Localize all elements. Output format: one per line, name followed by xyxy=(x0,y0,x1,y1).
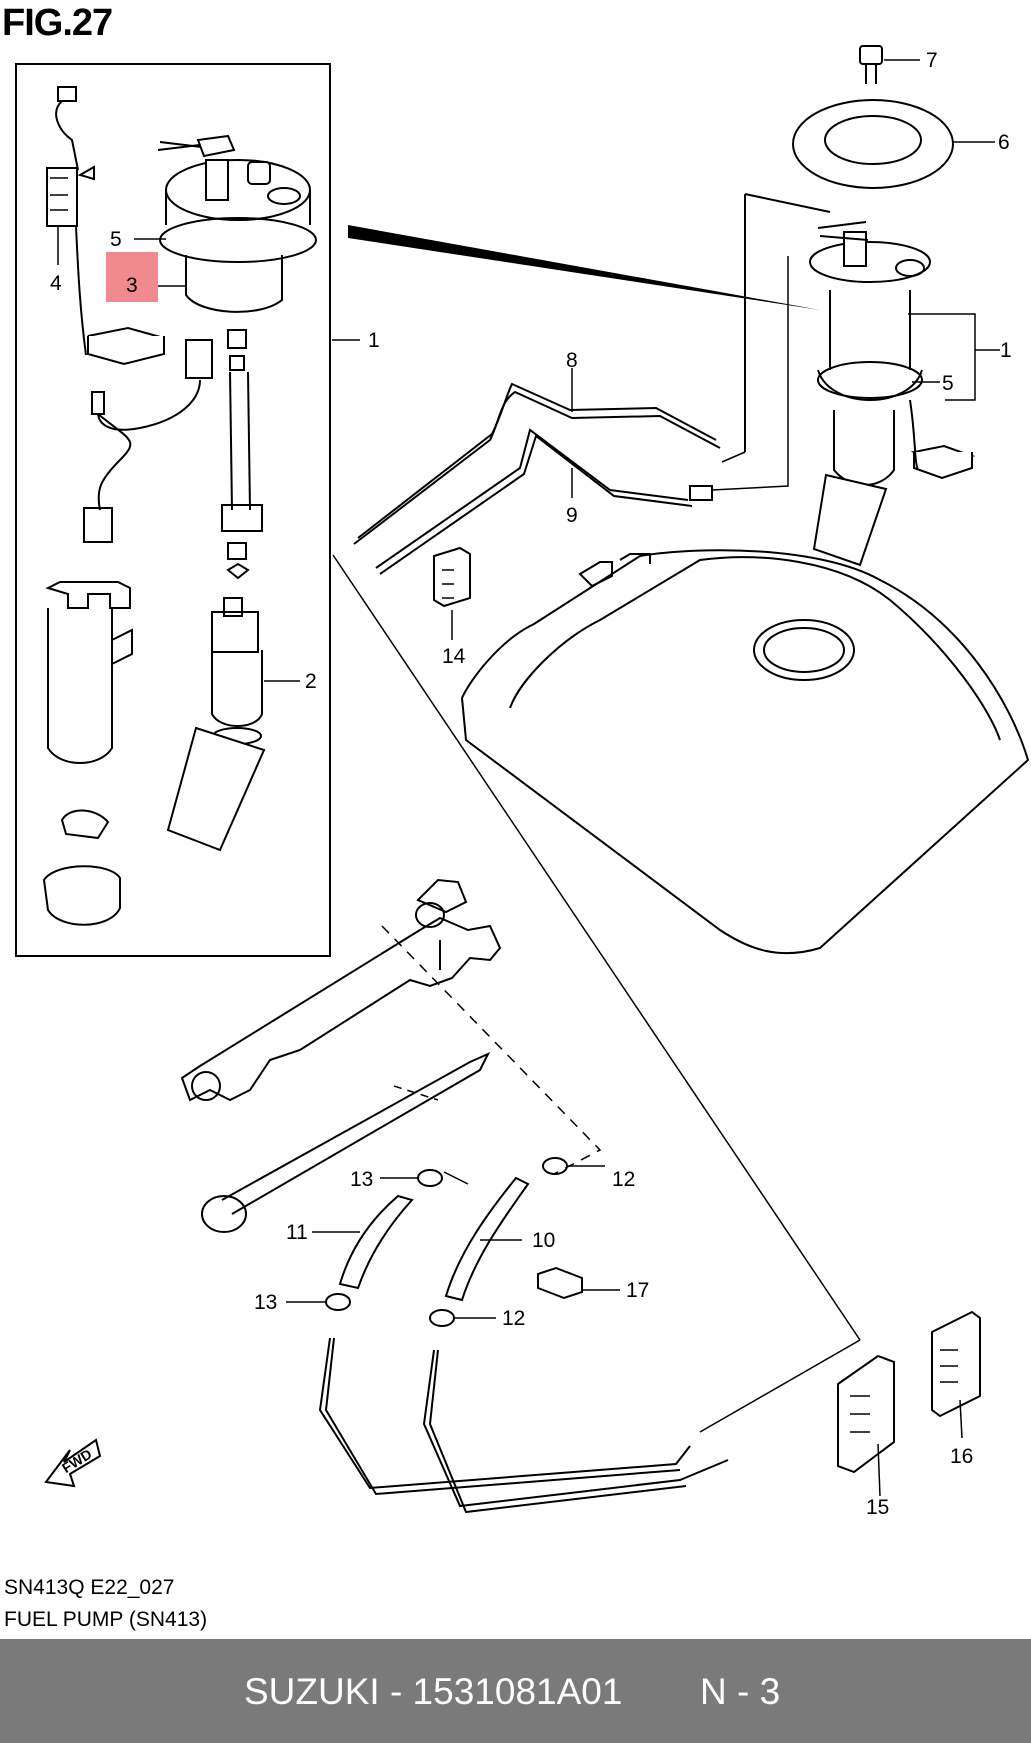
callout-17: 17 xyxy=(626,1279,649,1302)
footer-bar: SUZUKI - 1531081A01 N - 3 xyxy=(0,1639,1031,1743)
callout-10: 10 xyxy=(532,1229,555,1252)
fuel-level-tube xyxy=(221,329,263,580)
callout-13-upper: 13 xyxy=(350,1168,373,1191)
part-3-5-pump-module-top xyxy=(157,134,317,313)
callout-16: 16 xyxy=(950,1445,973,1468)
part-16-clip xyxy=(931,1310,981,1418)
callout-12-upper: 12 xyxy=(612,1168,635,1191)
pressure-regulator xyxy=(201,1051,491,1233)
diagram-code: SN413Q E22_027 xyxy=(4,1576,175,1599)
callout-8: 8 xyxy=(566,349,578,372)
clamp-12-upper xyxy=(542,1157,568,1175)
highlight-part-3 xyxy=(106,252,158,302)
callout-7: 7 xyxy=(926,49,938,72)
fuel-rail xyxy=(180,878,502,1102)
exploded-view-frame xyxy=(15,63,331,957)
part-15-clip xyxy=(837,1354,895,1474)
fwd-arrow-icon xyxy=(44,1438,102,1488)
callout-1-left: 1 xyxy=(368,329,380,352)
part-7-bolt xyxy=(859,45,883,84)
hose-10 xyxy=(444,1176,530,1302)
lower-fuel-pipes xyxy=(318,1337,729,1514)
pump-holder-parts xyxy=(42,581,133,926)
callout-3: 3 xyxy=(126,274,138,297)
fuel-hoses-8-9 xyxy=(353,382,721,575)
clamp-12-lower xyxy=(429,1309,455,1327)
callout-14: 14 xyxy=(442,645,466,668)
clamp-13-lower xyxy=(325,1293,351,1311)
callout-15: 15 xyxy=(866,1496,889,1519)
part-2-fuel-pump xyxy=(166,597,266,852)
clamp-13-upper xyxy=(417,1169,443,1187)
part-4-harness xyxy=(46,86,213,543)
callout-2: 2 xyxy=(305,670,317,693)
assembled-pump-module xyxy=(744,193,976,567)
callout-11: 11 xyxy=(286,1221,308,1244)
callout-13-lower: 13 xyxy=(254,1291,277,1314)
footer-part-number: SUZUKI - 1531081A01 xyxy=(244,1671,623,1712)
footer-page-ref: N - 3 xyxy=(700,1671,781,1712)
part-17-clip xyxy=(537,1266,583,1300)
part-6-flange-plate xyxy=(792,99,954,189)
callout-5-right: 5 xyxy=(942,372,954,395)
callout-1-right: 1 xyxy=(1000,339,1012,362)
hose-11 xyxy=(338,1194,414,1290)
callout-5-left: 5 xyxy=(110,228,122,251)
callout-4: 4 xyxy=(50,272,62,295)
part-14-clip xyxy=(433,546,471,608)
fuel-pump-parts-diagram: 1 1 2 3 4 5 5 6 7 8 9 10 11 12 12 13 13 … xyxy=(15,45,1030,1519)
diagram-description: FUEL PUMP (SN413) xyxy=(4,1608,208,1631)
callout-9: 9 xyxy=(566,504,578,527)
figure-title: FIG.27 xyxy=(2,2,113,44)
callout-6: 6 xyxy=(998,131,1010,154)
callout-12-lower: 12 xyxy=(502,1307,525,1330)
pointer-wedge xyxy=(348,225,820,310)
fuel-tank xyxy=(460,549,1030,955)
